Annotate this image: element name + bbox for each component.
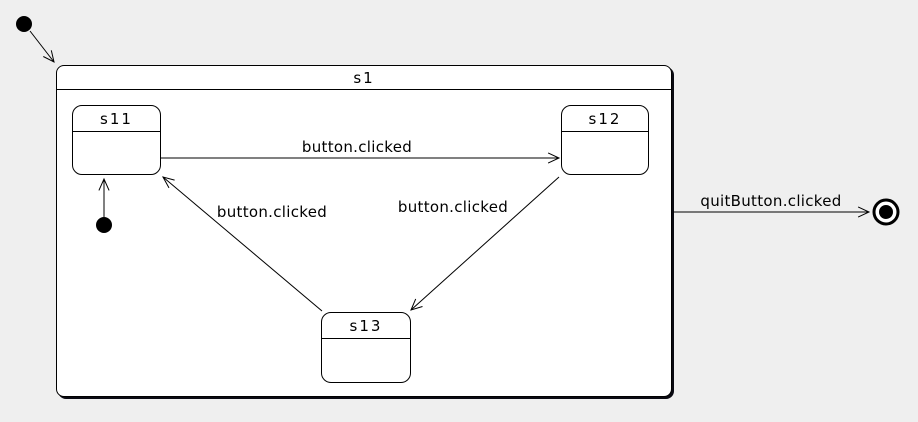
open-arrowhead-icon [857, 206, 871, 218]
state-s11: s11 [72, 105, 161, 175]
state-s12-title: s12 [562, 106, 648, 132]
transition-line [29, 30, 55, 63]
transition-label-s12-to-s13: button.clicked [397, 198, 509, 216]
state-s13: s13 [321, 312, 411, 383]
final-state-dot-icon [879, 205, 893, 219]
transition-label-s1-to-final: quitButton.clicked [700, 192, 842, 210]
state-s12: s12 [561, 105, 649, 175]
initial-transition-to-s1 [16, 16, 55, 63]
state-s11-title: s11 [73, 106, 160, 132]
initial-state-dot-icon [16, 16, 32, 32]
state-s1-title: s1 [57, 66, 671, 90]
transition-label-s13-to-s11: button.clicked [216, 203, 328, 221]
transition-label-s11-to-s12: button.clicked [301, 138, 413, 156]
final-state-ring-icon [872, 198, 900, 226]
open-arrowhead-icon [43, 50, 55, 63]
state-s13-title: s13 [322, 313, 410, 339]
